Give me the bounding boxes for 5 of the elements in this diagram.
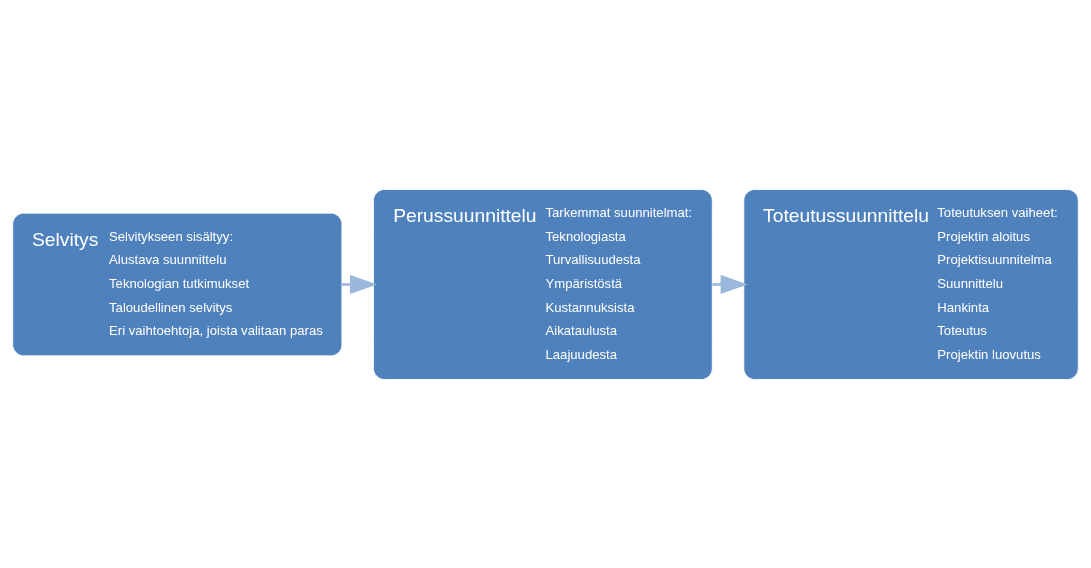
node-box: Selvitys Selvitykseen sisältyy: Alustava suunnittelu Teknologian tutkimukset Taloudellinen selvitys Eri vaihtoehtoja, joista valitaan paras <box>12 212 343 356</box>
arrow <box>712 274 748 294</box>
node-box: Toteutussuunnittelu Toteutuksen vaiheet: Projektin aloitus Projektisuunnitelma Suunnittelu Hankinta Toteutus Projektin luovutus <box>743 188 1079 380</box>
arrow <box>342 274 378 294</box>
node-box: Perussuunnittelu Tarkemmat suunnitelmat: Teknologiasta Turvallisuudesta Ympäristöstä Kustannuksista Aikataulusta Laajuudesta <box>373 188 713 380</box>
